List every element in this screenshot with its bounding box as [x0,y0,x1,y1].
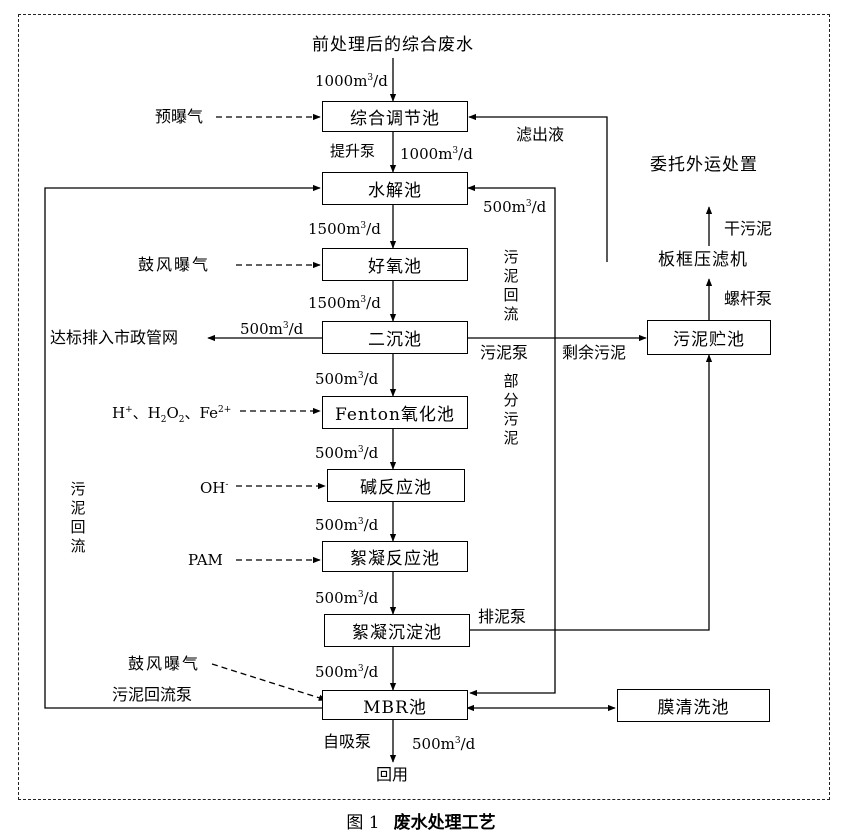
flow-rate-4: 1500m3/d [308,294,381,312]
label-sludge-discharge-pump: 排泥泵 [478,607,527,626]
box-jian: 碱反应池 [327,469,465,502]
label-sludge-return-left: 污泥回流 [70,480,86,555]
flow-chendian-sludge [470,354,713,631]
box-moqingxi: 膜清洗池 [617,689,770,722]
flow-rate-7: 500m3/d [315,516,379,534]
flow-rate-9: 500m3/d [315,663,379,681]
label-fenton-reagents: H+、H2O2、Fe2+ [112,404,232,426]
label-lift-pump: 提升泵 [330,142,376,160]
box-tiaojie: 综合调节池 [322,101,468,132]
box-xuning-fanying: 絮凝反应池 [322,541,468,572]
box-mbr: MBR池 [322,690,468,720]
flow-filtrate-return [468,113,608,262]
label-outsource: 委托外运处置 [650,155,758,175]
label-screw-pump: 螺杆泵 [724,289,773,308]
label-banyalvji: 板框压滤机 [658,250,748,270]
box-shuijie: 水解池 [322,172,468,205]
flow-rate-reuse: 500m3/d [412,735,476,753]
label-oh: OH- [200,479,229,497]
box-erchen: 二沉池 [322,321,468,354]
label-reuse: 回用 [376,765,409,784]
flow-partial-sludge-return [467,184,556,697]
label-sludge-return-pump: 污泥回流泵 [112,685,193,704]
label-partial-sludge: 部分污泥 [503,372,519,447]
label-pam: PAM [188,551,223,569]
box-fenton: Fenton氧化池 [322,396,468,429]
flow-rate-partial-return: 500m3/d [483,198,547,216]
label-self-priming-pump: 自吸泵 [323,732,372,751]
caption-number: 图 1 [346,813,380,833]
dashed-border [18,14,830,800]
flow-rate-3: 1500m3/d [308,220,381,238]
flow-rate-8: 500m3/d [315,589,379,607]
dose-mbr-aeration [211,663,327,701]
flow-rate-1: 1000m3/d [315,72,388,90]
flow-mbr-sludge-return [44,184,322,709]
flow-rate-6: 500m3/d [315,444,379,462]
label-influent: 前处理后的综合废水 [312,35,474,55]
flow-rate-5: 500m3/d [315,370,379,388]
label-excess-sludge: 剩余污泥 [562,343,627,362]
label-filtrate: 滤出液 [516,125,565,144]
flow-rate-2: 1000m3/d [400,145,473,163]
box-haoyang: 好氧池 [322,248,468,281]
box-xuning-chendian: 絮凝沉淀池 [324,614,470,647]
figure-caption: 图 1 废水处理工艺 [0,808,842,833]
label-blower-aeration-1: 鼓风曝气 [138,255,211,274]
label-dry-sludge: 干污泥 [724,219,773,238]
box-wunizhu: 污泥贮池 [647,320,771,355]
label-discharge: 达标排入市政管网 [50,328,179,347]
flow-rate-discharge: 500m3/d [240,320,304,338]
label-pre-aeration: 预曝气 [155,107,204,126]
label-sludge-return-mid: 污泥回流 [503,248,519,323]
label-sludge-pump: 污泥泵 [480,343,529,362]
label-blower-aeration-2: 鼓风曝气 [128,654,201,673]
caption-title: 废水处理工艺 [393,813,496,833]
